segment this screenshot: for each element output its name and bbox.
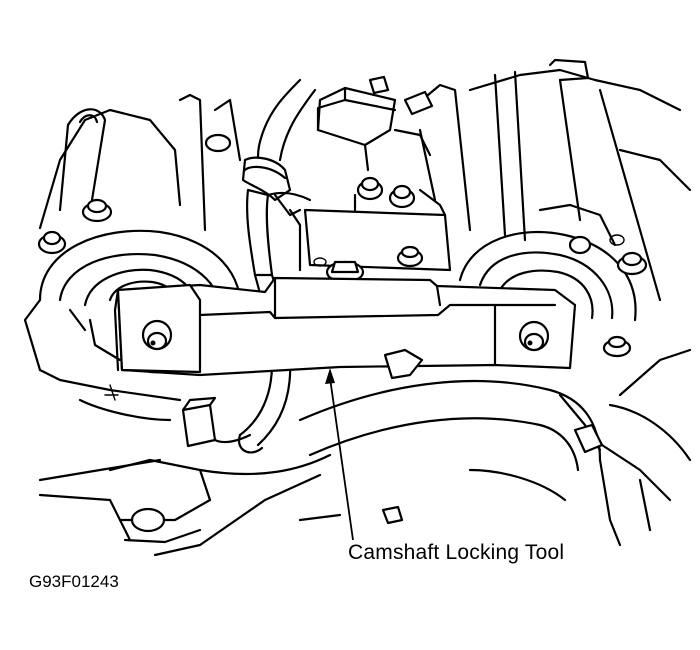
figure-id: G93F01243 <box>29 572 119 591</box>
lower-components <box>23 298 692 557</box>
oil-tube <box>58 108 107 212</box>
right-cam-sprocket <box>458 203 648 358</box>
wiring-harness <box>181 78 317 454</box>
center-bracket <box>288 176 452 284</box>
callout-leader <box>325 368 354 541</box>
sensor-connector <box>316 75 434 172</box>
camshaft-locking-tool <box>113 276 577 380</box>
camshaft-locking-tool-label: Camshaft Locking Tool <box>348 541 565 564</box>
left-bolts <box>37 133 232 255</box>
